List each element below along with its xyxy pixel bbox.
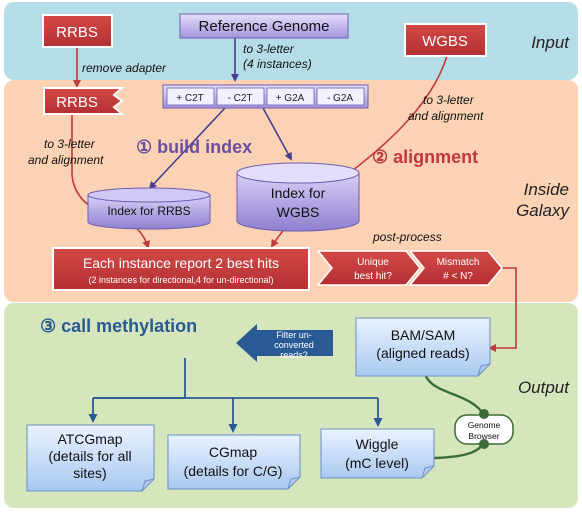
index-wgbs-cylinder — [236, 162, 360, 232]
atcgmap-label-1: ATCGmap — [57, 431, 122, 447]
post-process-label: post-process — [372, 230, 442, 244]
genome-browser-label-1: Genome — [468, 420, 501, 430]
wiggle-fold — [421, 465, 435, 479]
to3-rrbs-line1: to 3-letter — [44, 137, 96, 151]
genome-browser-label-2: Browser — [468, 431, 499, 441]
index-wgbs-label-2: WGBS — [277, 204, 320, 220]
step-call-methylation: ③ call methylation — [40, 316, 197, 336]
unique-best-hit-chevron — [316, 250, 421, 286]
input-section — [4, 2, 578, 80]
unique-label-2: best hit? — [354, 271, 392, 282]
atcgmap-fold — [141, 478, 155, 492]
wgbs-input-label: WGBS — [422, 33, 468, 50]
to3-rrbs-line2: and alignment — [28, 153, 104, 167]
arrow-postprocess-to-bamsam — [488, 267, 517, 352]
to3-wgbs-line1: to 3-letter — [423, 93, 475, 107]
output-section-label: Output — [518, 378, 570, 397]
bamsam-box — [355, 317, 491, 377]
instance-cell-2 — [216, 87, 265, 106]
instance-label-3: + G2A — [276, 93, 305, 104]
step-build-index: ① build index — [136, 137, 252, 157]
wgbs-input-box — [404, 23, 487, 57]
instance-label-2: - C2T — [228, 93, 253, 104]
connector-bamsam-to-browser — [423, 373, 486, 416]
to3-wgbs-line2: and alignment — [408, 109, 484, 123]
filter-label-3: reads? — [280, 350, 308, 360]
input-section-label: Input — [531, 33, 570, 52]
report-box — [52, 247, 310, 291]
mismatch-chevron — [408, 250, 503, 286]
unique-label-1: Unique — [357, 257, 389, 268]
rrbs-input-box — [42, 14, 113, 48]
cgmap-fold — [287, 476, 301, 490]
instance-cell-4 — [316, 87, 365, 106]
to3-ref-line1: to 3-letter — [243, 42, 295, 56]
reference-genome-box — [179, 13, 349, 39]
atcgmap-label-2: (details for all — [48, 448, 131, 464]
rrbs-input-label: RRBS — [56, 24, 98, 41]
remove-adapter-label: remove adapter — [82, 61, 167, 75]
cgmap-box — [167, 434, 301, 490]
mismatch-label-2: # < N? — [443, 271, 473, 282]
to3-ref-line2: (4 instances) — [243, 57, 312, 71]
mismatch-label-1: Mismatch — [437, 257, 480, 268]
arrow-instances-to-index-wgbs — [262, 107, 292, 161]
bamsam-fold — [477, 363, 491, 377]
index-rrbs-label: Index for RRBS — [107, 204, 190, 218]
cgmap-label-2: (details for C/G) — [184, 463, 283, 479]
instance-cell-3 — [266, 87, 315, 106]
filter-unconverted-arrow — [236, 324, 333, 362]
step-alignment: ② alignment — [372, 147, 478, 167]
arrow-instances-to-index-rrbs — [148, 107, 226, 190]
browser-dot-top — [479, 409, 489, 419]
wiggle-box — [320, 428, 435, 479]
instance-label-4: - G2A — [327, 93, 353, 104]
rrbs-trimmed-box — [43, 87, 125, 115]
rrbs-trimmed-label: RRBS — [56, 94, 98, 111]
reference-genome-label: Reference Genome — [199, 18, 330, 35]
inside-section-label-2: Galaxy — [516, 201, 570, 220]
index-rrbs-cylinder — [87, 187, 211, 230]
filter-label-2: converted — [274, 340, 314, 350]
filter-label-1: Filter un- — [276, 330, 312, 340]
index-wgbs-label-1: Index for — [271, 185, 326, 201]
wiggle-label-2: (mC level) — [345, 455, 409, 471]
bamsam-label-1: BAM/SAM — [391, 327, 456, 343]
browser-dot-bottom — [479, 439, 489, 449]
bamsam-label-2: (aligned reads) — [376, 345, 469, 361]
report-sub-label: (2 instances for directional,4 for un-di… — [88, 275, 273, 285]
report-main-label: Each instance report 2 best hits — [83, 255, 279, 271]
inside-section-label-1: Inside — [524, 180, 569, 199]
wiggle-label-1: Wiggle — [356, 436, 399, 452]
instance-label-1: + C2T — [176, 93, 204, 104]
atcgmap-label-3: sites) — [73, 465, 106, 481]
instance-cell-1 — [166, 87, 215, 106]
atcgmap-box — [26, 424, 155, 492]
cgmap-label-1: CGmap — [209, 444, 257, 460]
